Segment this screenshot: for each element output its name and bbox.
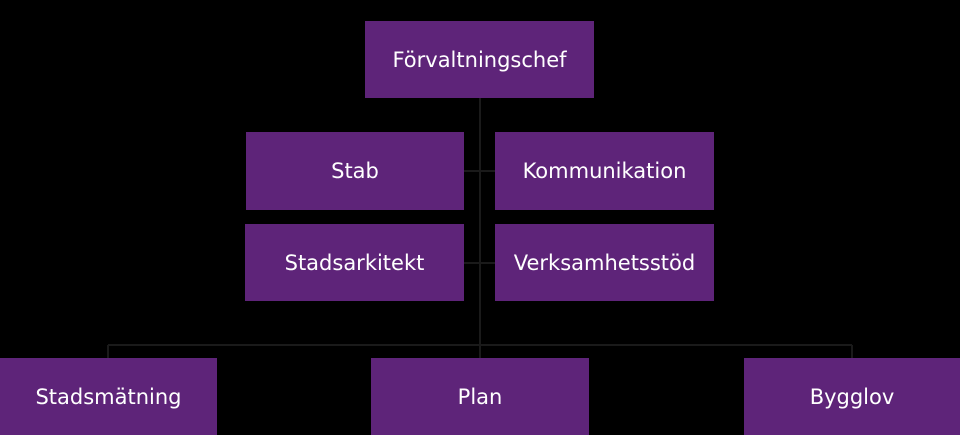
node-plan: Plan xyxy=(371,358,589,435)
node-stab: Stab xyxy=(246,132,464,210)
node-kommunikation: Kommunikation xyxy=(495,132,714,210)
node-bygglov: Bygglov xyxy=(744,358,960,435)
node-forvaltningschef: Förvaltningschef xyxy=(365,21,594,98)
node-forvaltningschef-label: Förvaltningschef xyxy=(392,47,567,72)
node-stab-label: Stab xyxy=(331,159,379,183)
node-verksamhetsstod-label: Verksamhetsstöd xyxy=(513,250,696,275)
node-verksamhetsstod: Verksamhetsstöd xyxy=(495,224,714,301)
node-bygglov-label: Bygglov xyxy=(809,384,895,409)
node-stadsarkitekt: Stadsarkitekt xyxy=(245,224,464,301)
node-kommunikation-label: Kommunikation xyxy=(522,159,687,183)
node-stadsmatning-label: Stadsmätning xyxy=(35,384,182,409)
node-plan-label: Plan xyxy=(457,384,503,409)
node-stadsarkitekt-label: Stadsarkitekt xyxy=(284,250,425,275)
node-stadsmatning: Stadsmätning xyxy=(0,358,217,435)
